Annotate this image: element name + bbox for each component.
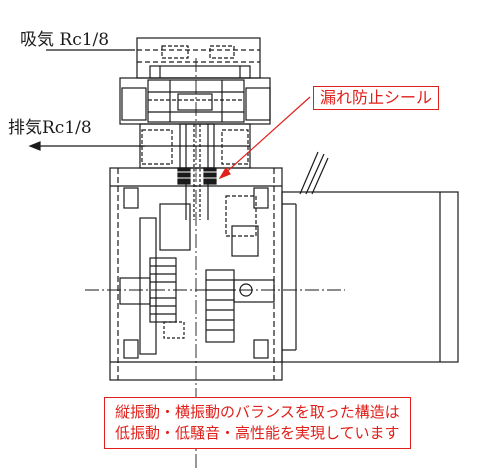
- intake-label: 吸気 Rc1/8: [20, 30, 110, 50]
- exhaust-arrow: [28, 141, 41, 151]
- seal-arrowhead: [218, 166, 231, 180]
- seal-leader: [221, 96, 311, 177]
- feature-note-line-1: 縦振動・横振動のバランスを取った構造は: [115, 403, 400, 421]
- feature-note: 縦振動・横振動のバランスを取った構造は 低振動・低騒音・高性能を実現しています: [104, 397, 411, 449]
- leak-seal: [176, 167, 218, 185]
- intake-head: [136, 37, 261, 79]
- feature-note-line-2: 低振動・低騒音・高性能を実現しています: [115, 424, 400, 442]
- seal-label: 漏れ防止シール: [313, 86, 440, 110]
- gear-assembly: [119, 257, 275, 343]
- cylinder-head: [119, 77, 271, 125]
- exhaust-label: 排気Rc1/8: [8, 118, 92, 138]
- motor: [281, 151, 459, 363]
